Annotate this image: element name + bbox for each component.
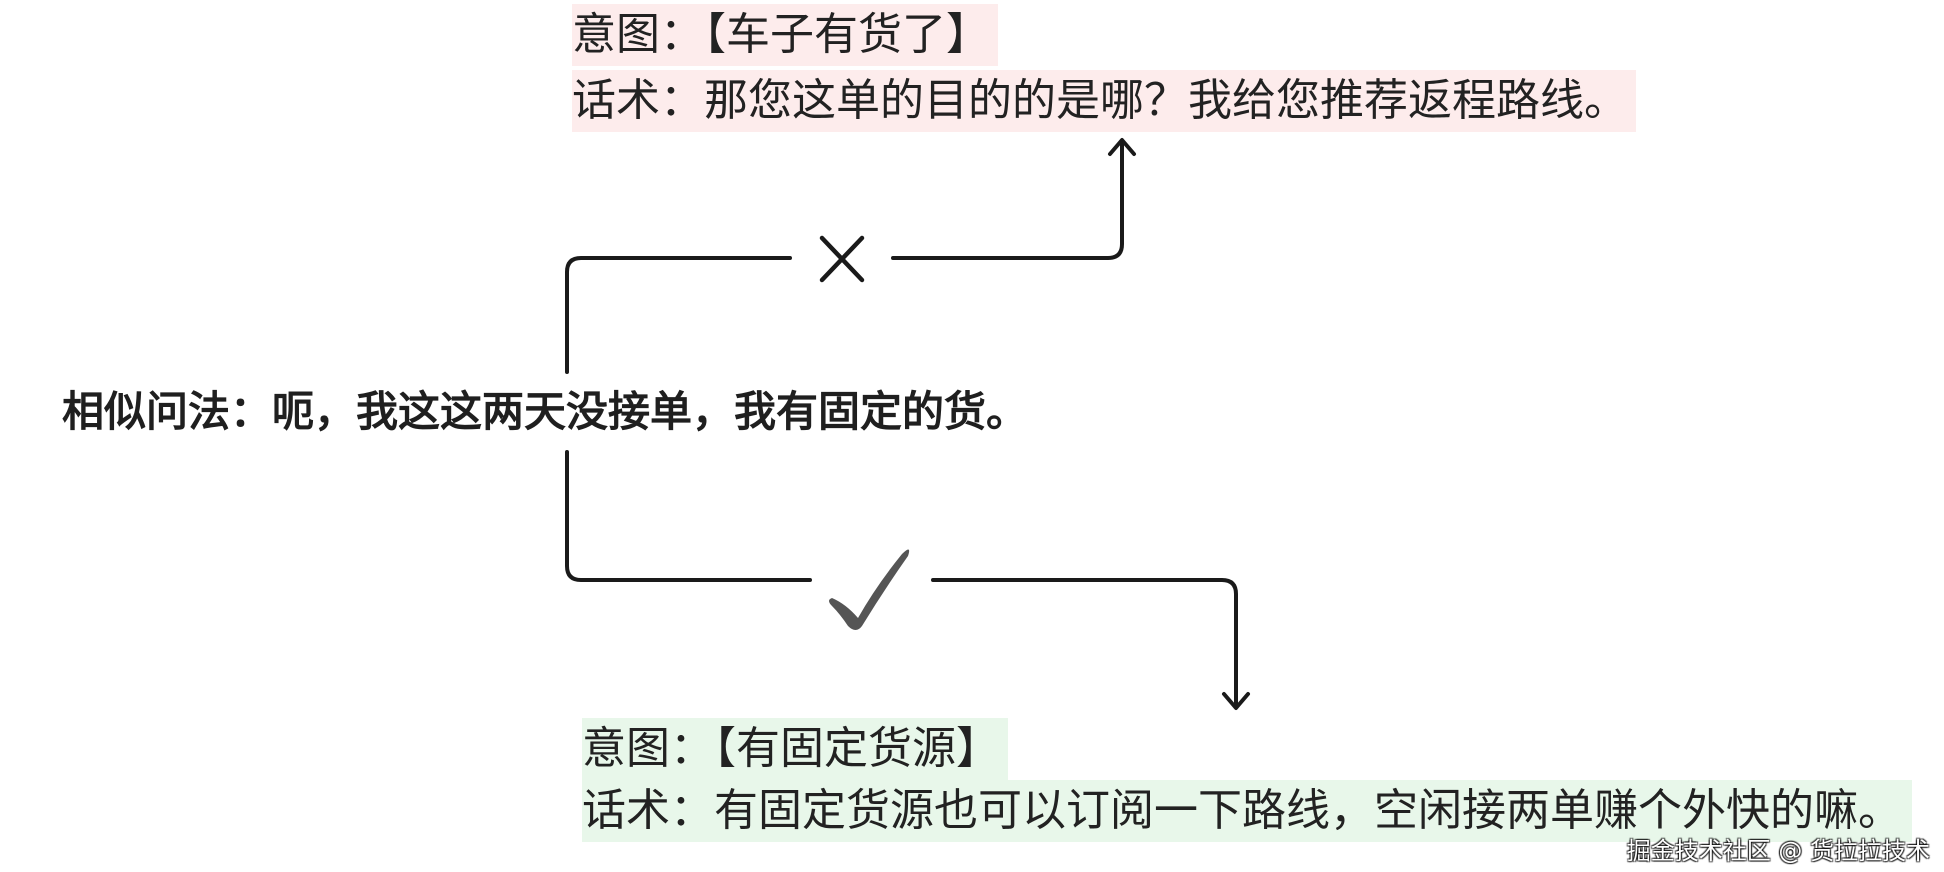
top-intent-text: 意图：【车子有货了】 bbox=[572, 4, 998, 66]
top-connector-line-right bbox=[891, 140, 1124, 260]
up-arrow-head-icon bbox=[1108, 138, 1136, 156]
bottom-intent-text: 意图：【有固定货源】 bbox=[582, 718, 1008, 780]
bottom-connector-line-right bbox=[931, 578, 1238, 708]
cross-icon bbox=[819, 235, 865, 283]
check-icon bbox=[829, 549, 910, 630]
top-connector-line-left bbox=[565, 256, 792, 374]
down-arrow-head-icon bbox=[1222, 692, 1250, 710]
top-script-text: 话术：那您这单的目的的是哪？我给您推荐返程路线。 bbox=[572, 70, 1636, 132]
watermark-text: 掘金技术社区 @ 货拉拉技术 bbox=[1626, 837, 1930, 865]
bottom-connector-line-left bbox=[565, 450, 812, 582]
bottom-script-text: 话术：有固定货源也可以订阅一下路线，空闲接两单赚个外快的嘛。 bbox=[582, 780, 1912, 842]
similar-question-text: 相似问法：呃，我这这两天没接单，我有固定的货。 bbox=[62, 387, 1029, 436]
